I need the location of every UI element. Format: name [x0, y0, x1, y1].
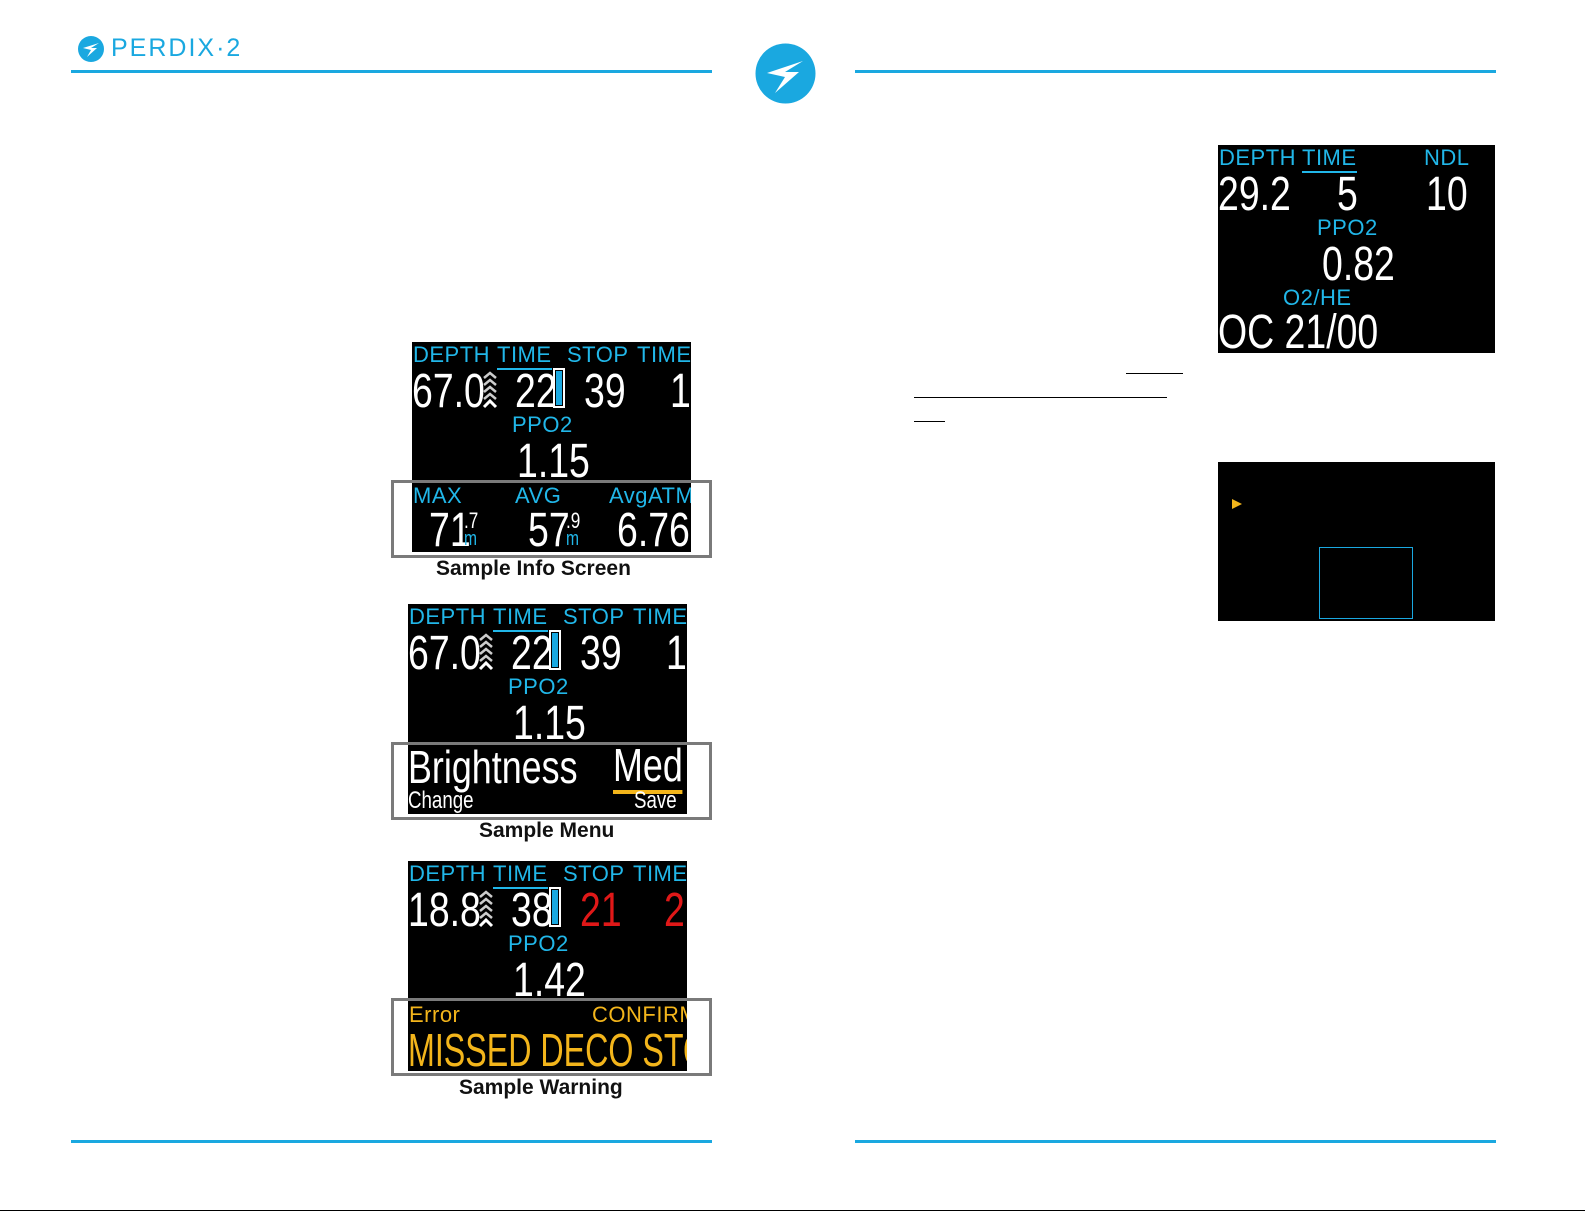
- depth-value: 67.0: [408, 627, 481, 680]
- time-value: 22: [515, 365, 557, 418]
- ppo2-label: PPO2: [508, 674, 569, 699]
- depth-value: 67.0: [412, 365, 485, 418]
- time-value: 38: [511, 884, 553, 937]
- max-label: MAX: [413, 483, 463, 508]
- ndl-value: 10: [1426, 168, 1468, 221]
- warning-screen: DEPTH TIME STOP TIME 18.8 38 21 2 PPO2 1…: [408, 861, 687, 1071]
- warning-highlight-frame: [391, 998, 712, 1076]
- avgatm-label: AvgATM: [609, 483, 691, 508]
- shearwater-center-logo-icon: [755, 43, 816, 104]
- ppo2-value: 1.15: [517, 435, 590, 488]
- menu-item-value[interactable]: Med: [613, 740, 683, 794]
- info-highlight-frame: [391, 480, 712, 558]
- avgatm-value: 6.76: [617, 504, 690, 552]
- avg-unit: m: [566, 528, 580, 550]
- stop-value: 21: [580, 884, 622, 937]
- battery-icon: [549, 887, 561, 927]
- time-label: TIME: [493, 861, 548, 889]
- warning-message: MISSED DECO STOP: [408, 1024, 687, 1071]
- avg-decimal: .9: [566, 508, 581, 533]
- max-value: 71: [429, 504, 471, 552]
- warning-caption: Sample Warning: [459, 1076, 623, 1099]
- stop-label: STOP: [567, 342, 629, 367]
- header-rule-right: [855, 70, 1496, 73]
- brand-name: PERDIX·2: [111, 34, 243, 62]
- header-rule-left: [71, 70, 712, 73]
- stop-time-label: TIME: [637, 342, 691, 367]
- footer-rule-left: [71, 1140, 712, 1143]
- time-label: TIME: [1302, 145, 1357, 173]
- ndl-label: NDL: [1424, 145, 1470, 170]
- link-underline-3: [914, 421, 945, 422]
- ppo2-label: PPO2: [1317, 215, 1378, 240]
- depth-label: DEPTH: [1219, 145, 1297, 170]
- page-bottom-edge: [0, 1210, 1585, 1211]
- depth-value: 18.8: [408, 884, 481, 937]
- stop-value: 39: [584, 365, 626, 418]
- battery-icon: [549, 630, 561, 670]
- gas-label: O2/HE: [1283, 285, 1352, 310]
- menu-caption: Sample Menu: [479, 819, 615, 842]
- ppo2-value: 1.15: [513, 697, 586, 750]
- shearwater-bird-icon: [78, 35, 104, 62]
- info-screen: DEPTH TIME STOP TIME 67.0 22 39 1 PPO2 1…: [412, 342, 691, 552]
- depth-label: DEPTH: [409, 604, 487, 629]
- error-label: Error: [409, 1002, 461, 1027]
- ppo2-value: 0.82: [1322, 238, 1395, 291]
- selection-box: [1319, 547, 1413, 619]
- battery-icon: [553, 368, 565, 408]
- link-underline-1: [1126, 373, 1183, 374]
- gas-value: OC 21/00: [1218, 306, 1379, 353]
- save-button[interactable]: Save: [634, 787, 677, 814]
- max-decimal: .7: [464, 508, 479, 533]
- time-label: TIME: [497, 342, 552, 370]
- menu-pointer-icon: [1232, 499, 1242, 509]
- stop-label: STOP: [563, 861, 625, 886]
- brand-logo: PERDIX·2: [77, 34, 242, 63]
- footer-rule-right: [855, 1140, 1496, 1143]
- stop-value: 39: [580, 627, 622, 680]
- stop-label: STOP: [563, 604, 625, 629]
- info-caption: Sample Info Screen: [436, 557, 631, 580]
- ppo2-label: PPO2: [512, 412, 573, 437]
- stop-time-value: 1: [666, 627, 687, 680]
- depth-value: 29.2: [1218, 168, 1291, 221]
- depth-label: DEPTH: [409, 861, 487, 886]
- time-label: TIME: [493, 604, 548, 632]
- ascent-rate-icon: [478, 890, 494, 928]
- menu-screen: DEPTH TIME STOP TIME 67.0 22 39 1 PPO2 1…: [408, 604, 687, 814]
- avg-label: AVG: [515, 483, 562, 508]
- stop-time-value: 1: [670, 365, 691, 418]
- stop-time-label: TIME: [633, 604, 687, 629]
- time-value: 5: [1337, 168, 1358, 221]
- menu-highlight-frame: [391, 742, 712, 820]
- link-underline-2: [914, 397, 1167, 398]
- change-button[interactable]: Change: [408, 787, 474, 814]
- ppo2-label: PPO2: [508, 931, 569, 956]
- avg-value: 57: [528, 504, 570, 552]
- ndl-screen: DEPTH TIME NDL 29.2 5 10 PPO2 0.82 O2/HE…: [1218, 145, 1495, 353]
- menu-preview-screen: [1218, 462, 1495, 621]
- depth-label: DEPTH: [413, 342, 491, 367]
- ascent-rate-icon: [482, 371, 498, 409]
- stop-time-value: 2: [664, 884, 685, 937]
- menu-item-label: Brightness: [408, 741, 578, 793]
- stop-time-label: TIME: [633, 861, 687, 886]
- time-value: 22: [511, 627, 553, 680]
- ascent-rate-icon: [478, 633, 494, 671]
- max-unit: m: [464, 528, 478, 550]
